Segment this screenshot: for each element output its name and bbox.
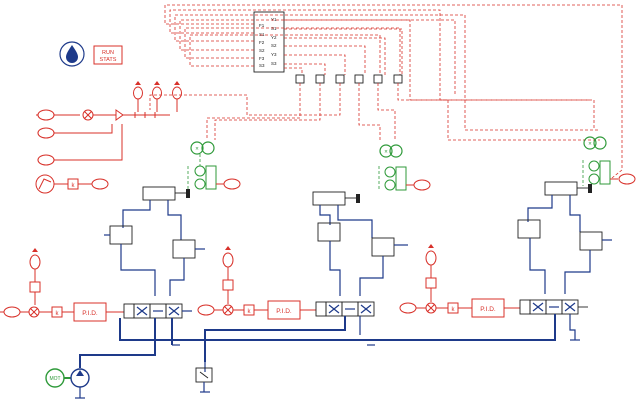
relief-valve-icon[interactable] [172, 239, 196, 259]
gain-label: k [72, 183, 76, 189]
svg-text:×: × [588, 142, 592, 148]
relief-valve-icon[interactable] [371, 237, 395, 257]
check-valve-icon[interactable] [109, 225, 133, 245]
sensor-cluster-1[interactable]: × [187, 141, 241, 190]
relief-valve-icon[interactable] [579, 231, 603, 251]
actuator-group-1 [104, 186, 205, 296]
ramp-source[interactable]: k [35, 174, 109, 194]
control-loop-1: k P.I.D. [0, 248, 124, 322]
input-signal-group: k [35, 81, 182, 194]
sensor-cluster-3[interactable]: × [582, 136, 636, 186]
check-valve-icon[interactable] [517, 219, 541, 239]
check-valve-icon[interactable] [317, 222, 341, 242]
motor-label: MOT [49, 376, 60, 382]
signal-source-1[interactable] [36, 109, 80, 121]
water-drop-icon [66, 45, 78, 63]
run-stats-label-1: RUN [102, 50, 114, 56]
directional-valve-2[interactable] [315, 301, 375, 317]
hydraulic-cylinder-icon[interactable] [312, 191, 346, 206]
bus-port-right-0: Y1 [271, 17, 277, 22]
directional-valve-3[interactable] [519, 299, 588, 315]
run-stats-button[interactable]: RUN STATS [93, 45, 123, 65]
pid-controller-2[interactable]: P.I.D. [267, 300, 301, 320]
svg-text:k: k [452, 307, 456, 313]
svg-text:k: k [56, 311, 60, 317]
run-stats-label-2: STATS [100, 57, 117, 63]
bus-port-left-4: F3 [259, 56, 265, 61]
control-loop-3: k P.I.D. [399, 244, 520, 318]
bus-port-left-3: S2 [259, 48, 265, 53]
signal-source-2[interactable] [37, 124, 113, 139]
pid-label-2: P.I.D. [276, 308, 292, 315]
bus-port-right-3: S2 [271, 43, 277, 48]
bus-signal-wiring [149, 4, 623, 179]
directional-valve-1[interactable] [123, 303, 192, 319]
svg-text:×: × [195, 147, 199, 153]
multiply-block-icon [115, 109, 124, 121]
bus-port-right-4: Y3 [271, 52, 277, 57]
svg-text:×: × [384, 150, 388, 156]
bus-port-left-2: F2 [259, 40, 265, 45]
sensor-outputs [133, 81, 182, 112]
actuator-group-2 [312, 191, 408, 296]
bus-port-left-5: S3 [259, 63, 265, 68]
svg-text:k: k [248, 309, 252, 315]
signal-source-3[interactable] [37, 124, 123, 166]
bus-port-right-5: S3 [271, 61, 277, 66]
hydraulic-cylinder-icon[interactable] [544, 181, 578, 196]
hydraulic-supply-lines [79, 314, 580, 393]
bus-port-right-1: S1 [271, 26, 277, 31]
pid-label-1: P.I.D. [82, 310, 98, 317]
pid-label-3: P.I.D. [480, 306, 496, 313]
simulate-button[interactable] [59, 41, 85, 67]
sensor-cluster-2[interactable]: × [378, 144, 431, 191]
pid-controller-3[interactable]: P.I.D. [471, 298, 505, 318]
bus-port-right-2: Y2 [271, 35, 277, 40]
pid-controller-1[interactable]: P.I.D. [73, 302, 107, 322]
bus-port-left-0: F1 [259, 23, 265, 28]
signal-bus-block[interactable]: F1 S1 F2 S2 F3 S3 Y1 S1 Y2 S2 Y3 S3 [253, 11, 285, 73]
actuator-group-3 [517, 181, 612, 294]
hydraulic-cylinder-icon[interactable] [142, 186, 176, 201]
motor-pump-unit[interactable]: MOT [45, 368, 90, 399]
control-loop-2: k P.I.D. [197, 246, 316, 320]
bus-port-left-1: S1 [259, 32, 265, 37]
